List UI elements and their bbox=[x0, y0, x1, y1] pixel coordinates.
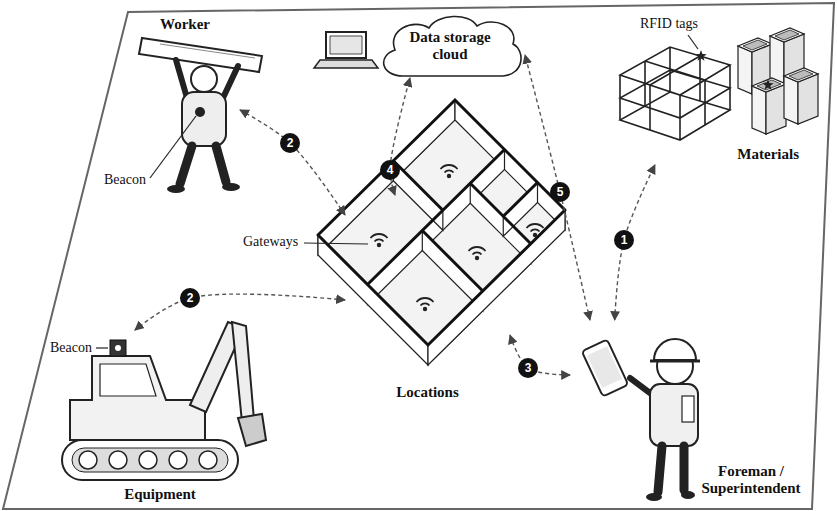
foreman-figure bbox=[650, 360, 700, 363]
callout-number: 3 bbox=[518, 358, 538, 378]
materials-figure bbox=[695, 50, 706, 61]
excavator-figure bbox=[72, 448, 228, 472]
floor-plan bbox=[318, 100, 565, 345]
foreman-figure bbox=[646, 493, 662, 501]
node-label: Foreman / Superintendent bbox=[697, 463, 805, 498]
excavator-figure bbox=[100, 364, 156, 396]
excavator-figure bbox=[70, 356, 205, 440]
materials-figure bbox=[784, 68, 818, 124]
node-label: Equipment bbox=[124, 486, 196, 503]
foreman-node: Foreman / Superintendent bbox=[570, 320, 805, 505]
leader-line bbox=[150, 116, 196, 178]
worker-figure bbox=[139, 38, 262, 193]
dashed-connector bbox=[615, 165, 655, 320]
excavator-figure bbox=[110, 340, 126, 356]
callout-number: 1 bbox=[614, 230, 634, 250]
excavator-figure bbox=[238, 414, 266, 446]
foreman-figure bbox=[658, 446, 662, 492]
materials-figure bbox=[762, 79, 773, 90]
floor-plan bbox=[527, 224, 544, 237]
foreman-figure bbox=[582, 339, 629, 396]
foreman-figure bbox=[582, 339, 700, 501]
floor-plan bbox=[318, 100, 565, 365]
dashed-connector bbox=[525, 55, 590, 320]
floor-plan bbox=[393, 161, 443, 231]
floor-plan bbox=[469, 247, 486, 260]
floor-plan bbox=[368, 150, 505, 305]
part-label: Beacon bbox=[50, 340, 92, 356]
worker-figure bbox=[182, 92, 226, 146]
floor-plan bbox=[417, 298, 434, 311]
cloud-shape bbox=[384, 16, 521, 76]
leader-line bbox=[688, 35, 698, 49]
connector-group bbox=[135, 55, 655, 375]
foreman-figure bbox=[582, 339, 629, 396]
foreman-figure bbox=[587, 346, 622, 388]
dashed-connector bbox=[240, 110, 345, 215]
equipment-node: Equipment bbox=[50, 330, 270, 505]
worker-figure bbox=[180, 146, 192, 184]
worker-figure bbox=[176, 60, 187, 98]
floor-plan bbox=[318, 235, 428, 365]
excavator-figure bbox=[109, 451, 127, 469]
worker-figure bbox=[160, 44, 255, 58]
leader-line bbox=[96, 347, 108, 348]
floor-plan bbox=[428, 210, 565, 365]
leader-line bbox=[96, 35, 698, 348]
excavator-figure bbox=[62, 440, 238, 480]
excavator-figure bbox=[169, 451, 187, 469]
excavator-figure bbox=[139, 451, 157, 469]
excavator-figure bbox=[199, 451, 217, 469]
worker-figure bbox=[216, 146, 226, 182]
cloud-shape bbox=[375, 12, 525, 78]
materials-figure bbox=[620, 28, 818, 140]
excavator-figure bbox=[62, 322, 266, 480]
foreman-figure bbox=[680, 446, 689, 490]
node-label: Data storage cloud bbox=[398, 29, 502, 64]
worker-figure bbox=[222, 66, 238, 100]
cloud-node: Data storage cloud bbox=[375, 12, 525, 78]
excavator-figure bbox=[79, 451, 97, 469]
laptop-icon bbox=[330, 36, 362, 54]
dashed-connector bbox=[135, 294, 345, 330]
locations-node: Locations bbox=[345, 195, 510, 405]
part-label: Gateways bbox=[243, 234, 298, 250]
node-label: Locations bbox=[396, 384, 459, 401]
laptop-icon bbox=[314, 32, 378, 68]
worker-figure bbox=[167, 185, 185, 193]
leader-line bbox=[304, 243, 368, 244]
worker-node: Worker bbox=[130, 14, 240, 194]
foreman-figure bbox=[681, 491, 695, 499]
floor-plan bbox=[318, 100, 565, 365]
callout-number: 5 bbox=[550, 182, 570, 202]
worker-figure bbox=[222, 183, 240, 191]
node-label: Worker bbox=[160, 16, 210, 33]
worker-figure bbox=[191, 66, 217, 92]
callout-number: 2 bbox=[280, 133, 300, 153]
callout-number: 2 bbox=[180, 288, 200, 308]
materials-figure bbox=[752, 78, 786, 134]
frame bbox=[3, 3, 834, 509]
floor-plan bbox=[371, 234, 388, 247]
materials-figure bbox=[620, 47, 730, 140]
part-label: RFID tags bbox=[640, 16, 698, 32]
part-label: Beacon bbox=[104, 172, 146, 188]
excavator-figure bbox=[232, 322, 254, 422]
foreman-figure bbox=[682, 396, 694, 422]
foreman-figure bbox=[654, 339, 696, 360]
worker-figure bbox=[195, 107, 205, 117]
excavator-figure bbox=[115, 345, 121, 351]
laptop-icon bbox=[314, 60, 378, 68]
foreman-figure bbox=[650, 384, 698, 446]
floor-plan bbox=[441, 165, 458, 178]
callout-number: 4 bbox=[380, 160, 400, 180]
node-label: Materials bbox=[737, 146, 799, 163]
materials-node: Materials bbox=[615, 15, 805, 165]
laptop-icon bbox=[326, 32, 366, 58]
